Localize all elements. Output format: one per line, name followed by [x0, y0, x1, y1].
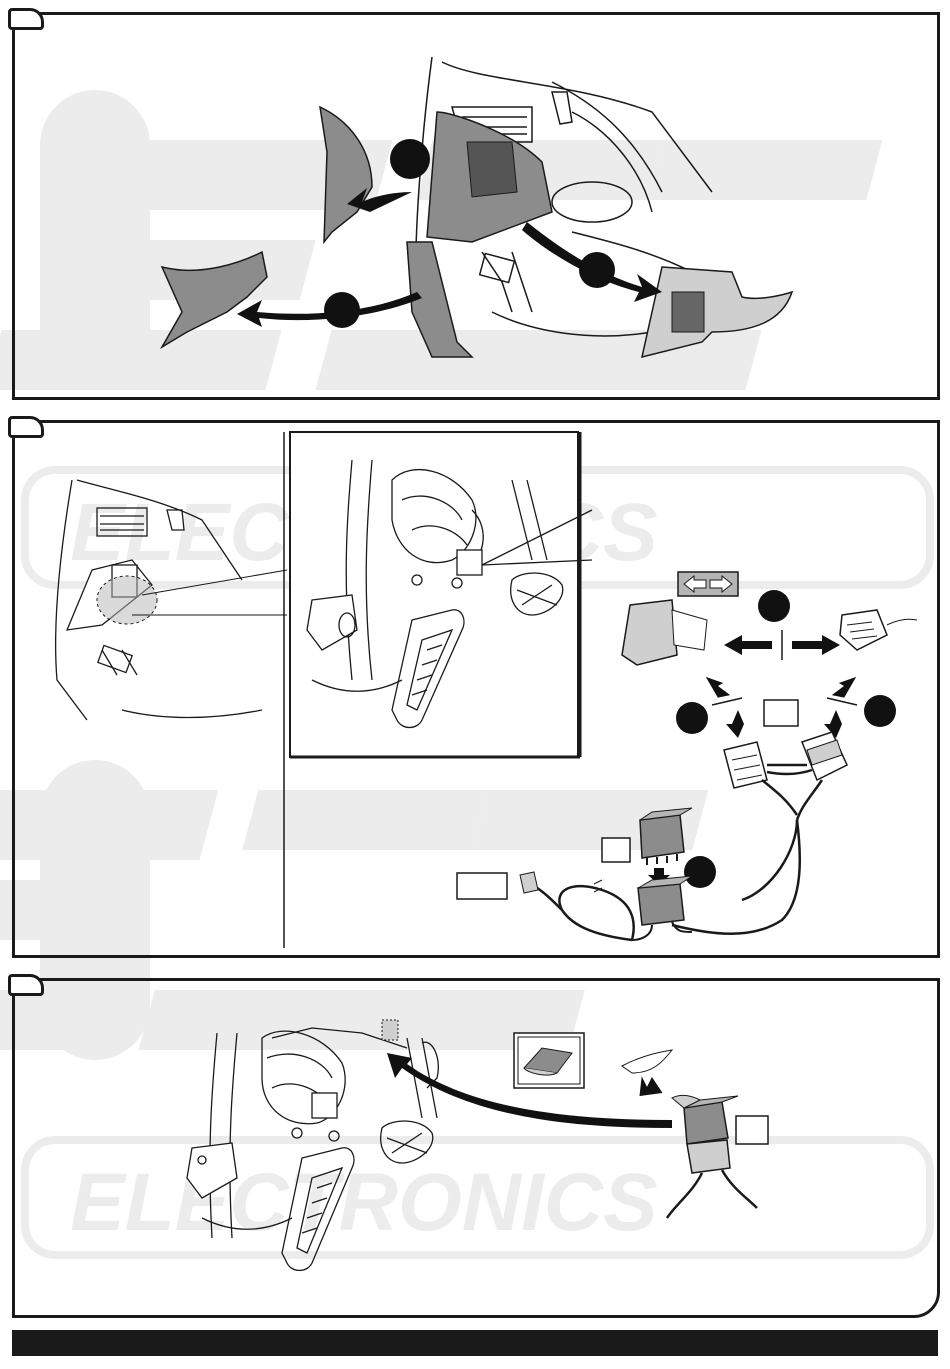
step-badge-2	[579, 252, 615, 288]
label-box-3	[457, 873, 507, 899]
removed-side-cover	[162, 252, 267, 347]
step-3-illustration	[12, 978, 940, 1318]
separate-arrow-right	[792, 635, 840, 655]
connector-plug-left	[672, 610, 707, 650]
step-2-illustration	[12, 420, 940, 958]
step-badge-3	[324, 292, 360, 328]
removed-knee-panel	[642, 267, 792, 357]
connect-arrow-3	[832, 671, 856, 701]
relay-socket-mounted	[687, 1140, 730, 1173]
zoom-detail-box	[290, 432, 578, 757]
relay-icon	[640, 815, 684, 858]
step-badge-a	[758, 590, 790, 622]
signal-wire	[532, 885, 634, 940]
step-1-illustration	[12, 12, 940, 400]
connect-arrow-1	[706, 671, 730, 701]
bullet-connector-icon	[520, 872, 538, 893]
label-box-1	[764, 700, 798, 726]
factory-connector-left	[622, 600, 677, 665]
tape-liner-icon	[622, 1050, 672, 1073]
removed-switch-cluster	[672, 292, 704, 332]
step-badge-d	[684, 856, 716, 888]
switch-cluster	[467, 142, 517, 197]
relay-mount-location	[382, 1020, 398, 1040]
separate-arrow-left	[724, 635, 772, 655]
harness-wires	[672, 765, 822, 934]
label-box-2	[602, 838, 630, 862]
label-box-4	[736, 1116, 768, 1144]
step-badge-b	[676, 702, 708, 734]
step-badge-1	[390, 139, 430, 179]
dashboard-overview	[56, 480, 262, 720]
removed-upper-cover	[320, 107, 372, 242]
highlight-circle	[97, 576, 157, 624]
relay-socket	[638, 884, 684, 925]
harness-connector-female	[724, 742, 767, 788]
step-badge-c	[864, 695, 896, 727]
footer-bar	[12, 1330, 938, 1356]
relay-with-tape	[684, 1102, 728, 1144]
connect-arrow-2	[726, 710, 744, 738]
